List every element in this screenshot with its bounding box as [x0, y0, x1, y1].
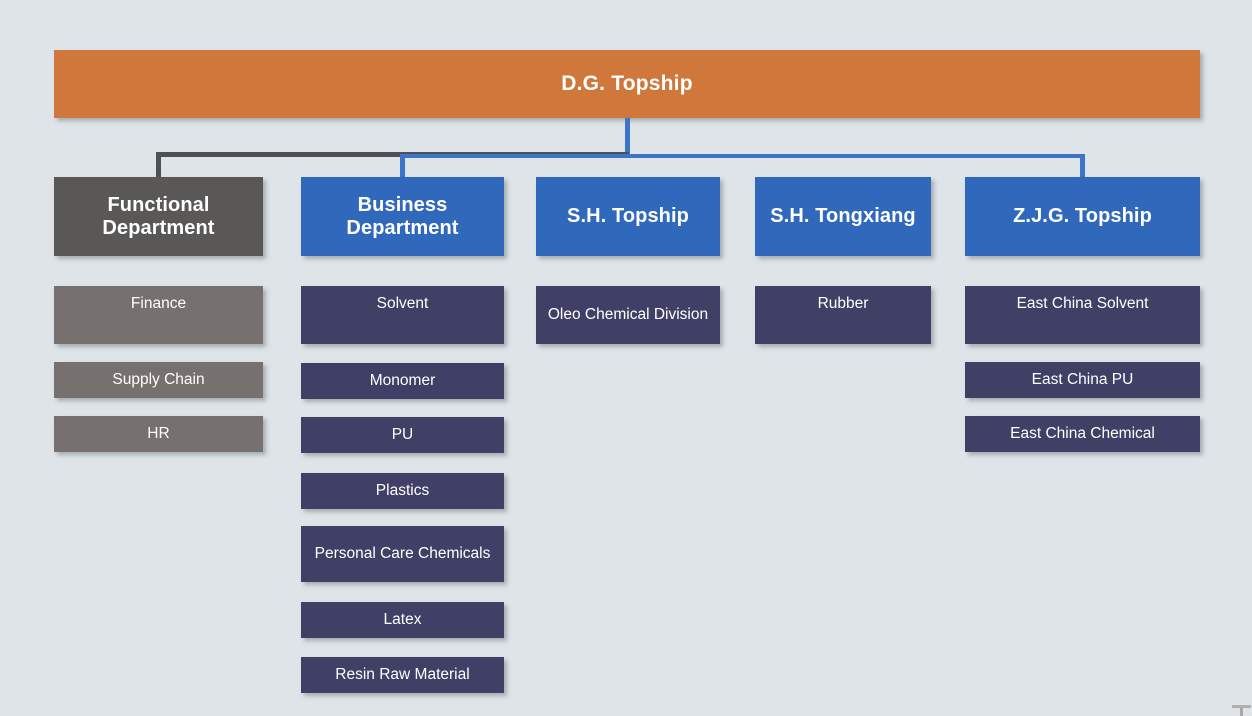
child-node-finance[interactable]: Finance	[54, 286, 263, 344]
child-node-oleo-chemical-division[interactable]: Oleo Chemical Division	[536, 286, 720, 344]
child-node-latex[interactable]: Latex	[301, 602, 504, 638]
branch-header-business-department[interactable]: Business Department	[301, 177, 504, 256]
child-node-hr[interactable]: HR	[54, 416, 263, 452]
branch-header-functional-department[interactable]: Functional Department	[54, 177, 263, 256]
child-node-personal-care-chemicals[interactable]: Personal Care Chemicals	[301, 526, 504, 582]
connector-root-stem	[625, 118, 630, 156]
connector-drop-business-department	[400, 154, 405, 182]
connector-bus-dark	[156, 152, 629, 157]
child-node-pu[interactable]: PU	[301, 417, 504, 453]
child-node-monomer[interactable]: Monomer	[301, 363, 504, 399]
child-node-east-china-solvent[interactable]: East China Solvent	[965, 286, 1200, 344]
branch-header-sh-tongxiang[interactable]: S.H. Tongxiang	[755, 177, 931, 256]
child-node-east-china-pu[interactable]: East China PU	[965, 362, 1200, 398]
connector-drop-functional-department	[156, 152, 161, 182]
child-node-solvent[interactable]: Solvent	[301, 286, 504, 344]
branch-header-zjg-topship[interactable]: Z.J.G. Topship	[965, 177, 1200, 256]
connector-drop-zjg-topship	[1080, 154, 1085, 182]
resize-handle-icon[interactable]	[1232, 705, 1251, 716]
connector-bus-blue	[400, 154, 1085, 158]
child-node-plastics[interactable]: Plastics	[301, 473, 504, 509]
child-node-supply-chain[interactable]: Supply Chain	[54, 362, 263, 398]
child-node-resin-raw-material[interactable]: Resin Raw Material	[301, 657, 504, 693]
child-node-rubber[interactable]: Rubber	[755, 286, 931, 344]
branch-header-sh-topship[interactable]: S.H. Topship	[536, 177, 720, 256]
root-node-dg-topship[interactable]: D.G. Topship	[54, 50, 1200, 118]
child-node-east-china-chemical[interactable]: East China Chemical	[965, 416, 1200, 452]
